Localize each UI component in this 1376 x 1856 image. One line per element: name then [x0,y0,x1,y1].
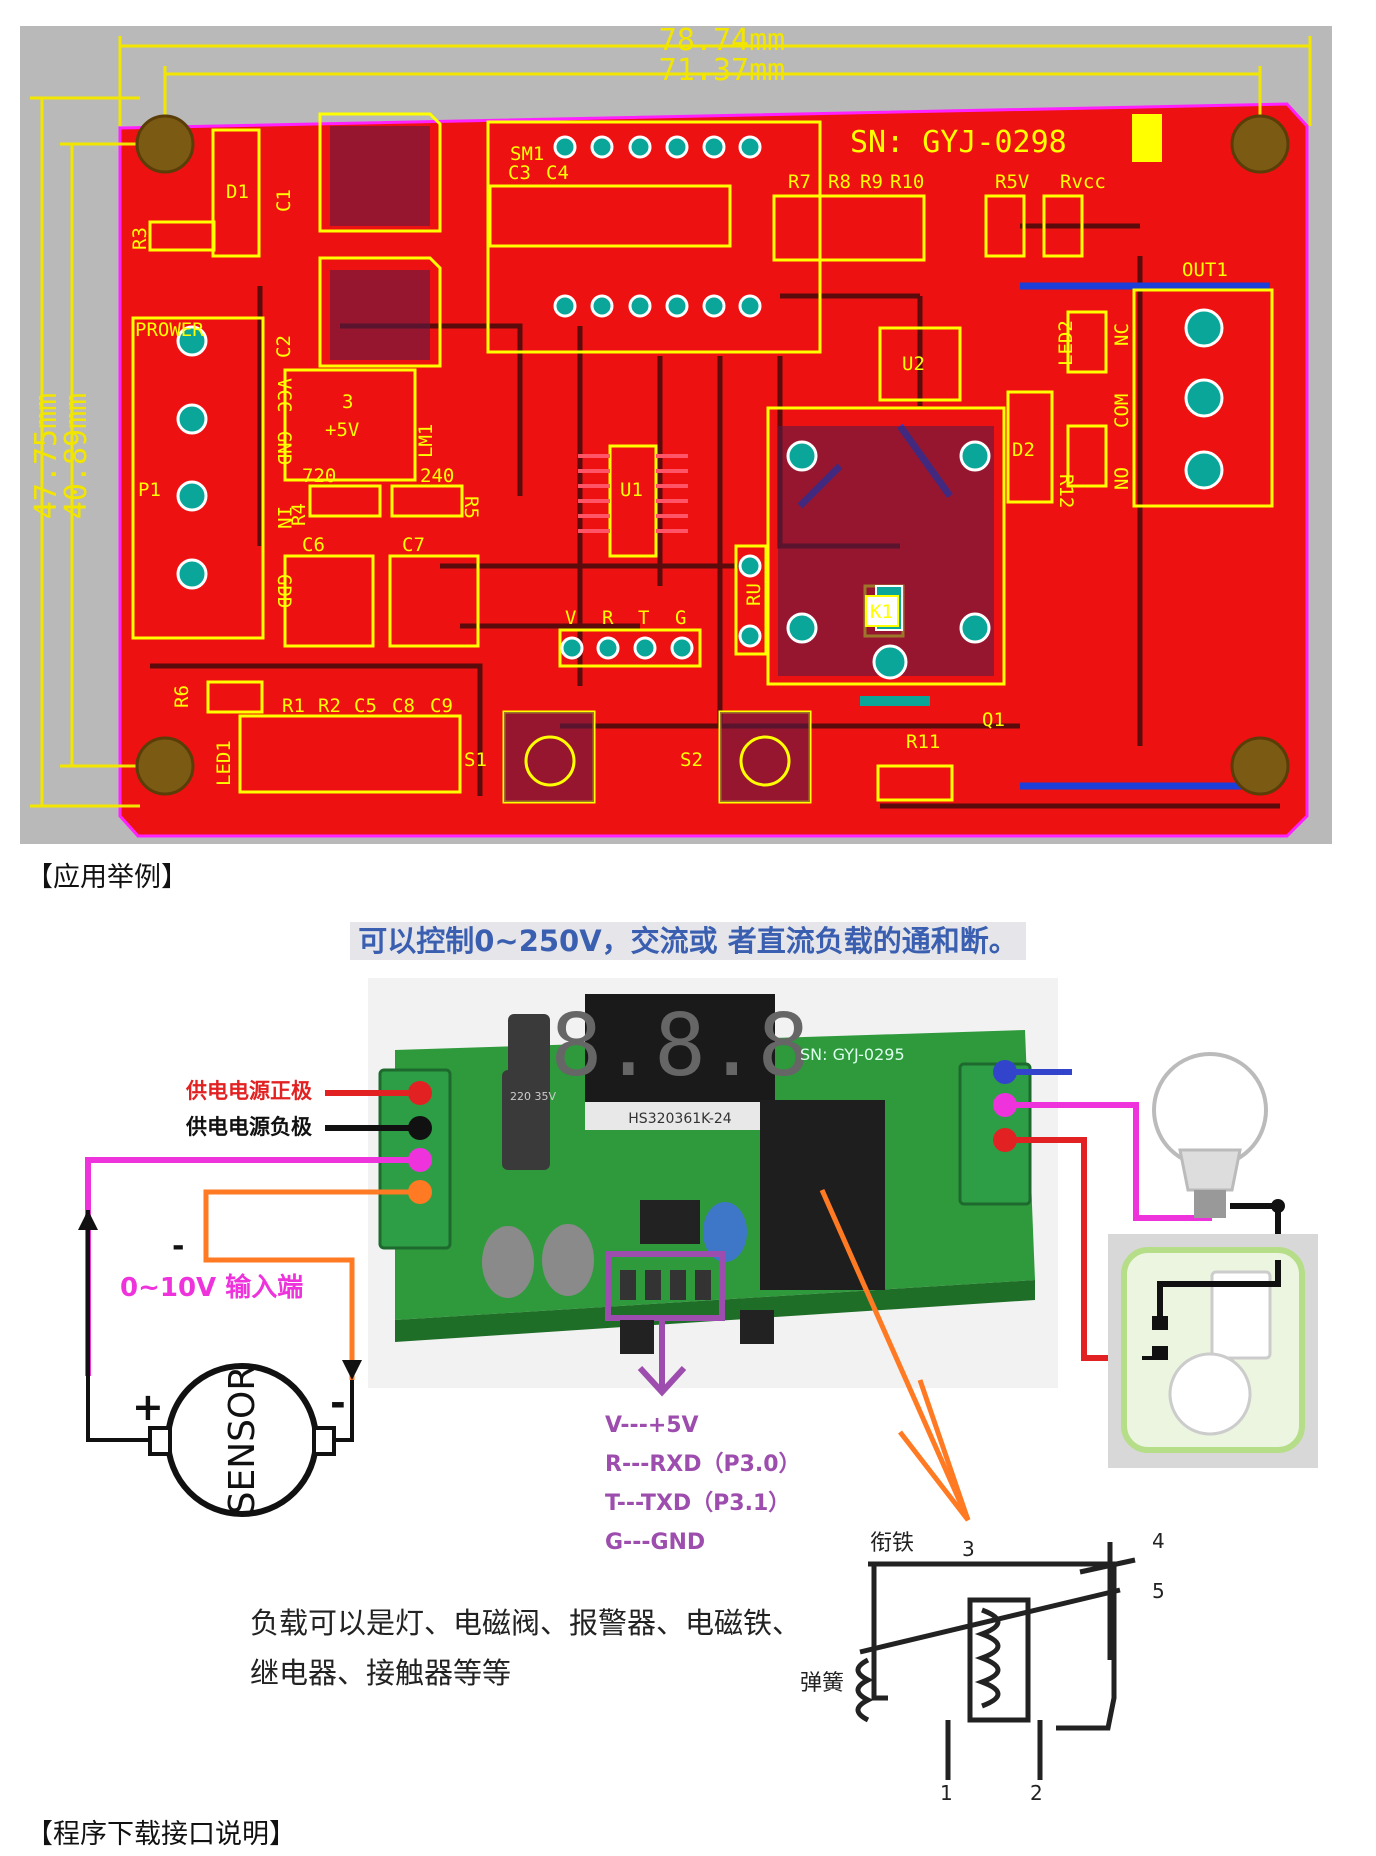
sensor-minus: - [330,1381,346,1425]
pcb-label-r5v: R5V [995,171,1029,193]
pcb-serial: SN: GYJ-0298 [850,125,1067,160]
pcb-label-prower: PROWER [135,319,204,341]
pcb-label-v: V [565,607,576,629]
pcb-label-d1: D1 [226,181,249,203]
pcb-label-nc: NC [1111,323,1133,346]
pcb-label-r9: R9 [860,171,883,193]
pcb-label-r3: R3 [129,227,151,250]
pcb-label-c8: C8 [392,695,415,717]
pcb-label-gnd: GND [273,431,295,465]
pcb-label-rvcc: Rvcc [1060,171,1106,193]
pcb-label-sm1: SM1 [510,143,544,165]
load-description: 负载可以是灯、电磁阀、报警器、电磁铁、继电器、接触器等等 [250,1606,802,1690]
relay-num-1: 1 [940,1781,953,1800]
pcb-label-c6: C6 [302,534,325,556]
pcb-label-in: IN [273,506,295,529]
pcb-label-d2: D2 [1012,439,1035,461]
pcb-label-c3: C3 [508,162,531,184]
relay-armature-label: 衔铁 [870,1531,914,1556]
pcb-label-720: 720 [302,465,336,487]
pcb-label-k1: K1 [870,601,893,623]
relay-num-2: 2 [1030,1781,1043,1800]
pcb-label-led1: LED1 [213,740,235,786]
pcb-label-p1: P1 [138,479,161,501]
pcb-label-c2: C2 [273,335,295,358]
pcb-label-lm1: LM1 [415,424,437,458]
pcb-label-t: T [638,607,649,629]
application-title: 可以控制0~250V，交流或 者直流负载的通和断。 [0,918,1376,960]
pcb-label-s1: S1 [464,749,487,771]
pcb-label-c7: C7 [402,534,425,556]
board-display: 8.8.8 [551,996,810,1096]
board-cap-text: 220 35V [510,1090,556,1103]
pcb-label-c9: C9 [430,695,453,717]
pcb-label-240: 240 [420,465,454,487]
wire-minus: - [172,1229,184,1264]
pcb-layout-image: 78.74mm 71.37mm 47.75mm 40.89mm SN: GYJ-… [20,26,1332,844]
pcb-label-g: G [675,607,686,629]
relay-num-3: 3 [962,1537,975,1561]
pin-v: V---+5V [605,1413,699,1438]
pcb-label-com: COM [1111,394,1133,428]
pcb-dim-inner-height: 40.89mm [59,393,94,519]
application-title-text: 可以控制0~250V，交流或 者直流负载的通和断。 [350,922,1026,960]
board-display-part: HS320361K-24 [628,1111,732,1127]
pin-g: G---GND [605,1530,706,1555]
pcb-label-u2: U2 [902,353,925,375]
pcb-label-r5: R5 [460,496,482,519]
pcb-label-out1: OUT1 [1182,259,1228,281]
pcb-label-plus5v: +5V [325,419,359,441]
pcb-label-r10: R10 [890,171,924,193]
pcb-label-r: R [602,607,614,629]
sensor-plus: + [132,1385,164,1429]
pcb-label-r1: R1 [282,695,305,717]
section-heading-program-interface: 【程序下载接口说明】 [26,1819,296,1850]
section-heading-application: 【应用举例】 [26,862,188,893]
pcb-label-led2: LED2 [1055,320,1077,366]
pin-r: R---RXD（P3.0） [605,1452,801,1477]
pcb-label-ru: RU [743,583,765,606]
pcb-label-r11: R11 [906,731,940,753]
programming-pin-list: V---+5V R---RXD（P3.0） T---TXD（P3.1） G---… [605,1406,801,1562]
pcb-label-r7: R7 [788,171,811,193]
relay-spring-label: 弹簧 [800,1671,844,1696]
label-power-negative: 供电电源负极 [185,1115,313,1139]
pin-t: T---TXD（P3.1） [605,1491,791,1516]
label-input-range: 0~10V 输入端 [120,1272,303,1303]
relay-num-4: 4 [1152,1529,1165,1553]
pcb-label-r6: R6 [171,685,193,708]
pcb-label-c1: C1 [273,189,295,212]
pcb-dim-outer-height: 47.75mm [29,393,64,519]
pcb-dim-inner-width: 71.37mm [659,53,785,88]
pcb-label-r2: R2 [318,695,341,717]
pcb-label-gdd: GDD [273,574,295,608]
pcb-label-r8: R8 [828,171,851,193]
pcb-label-u1: U1 [620,479,643,501]
application-wiring-diagram: 8.8.8 HS320361K-24 SN: GYJ-0295 220 35V … [0,960,1376,1800]
pcb-dim-outer-width: 78.74mm [659,26,785,58]
relay-num-5: 5 [1152,1579,1165,1603]
pcb-label-three: 3 [342,391,353,413]
pcb-label-r4: R4 [288,503,310,526]
pcb-label-q1: Q1 [982,709,1005,731]
pcb-label-s2: S2 [680,749,703,771]
pcb-label-vcc: VCC [273,378,295,412]
label-power-positive: 供电电源正极 [185,1079,313,1103]
pcb-label-no: NO [1111,467,1133,490]
pcb-label-c4: C4 [546,162,569,184]
sensor-text: SENSOR [222,1366,263,1515]
pcb-label-r12: R12 [1055,474,1077,508]
board-serial: SN: GYJ-0295 [800,1045,905,1064]
pcb-label-c5: C5 [354,695,377,717]
